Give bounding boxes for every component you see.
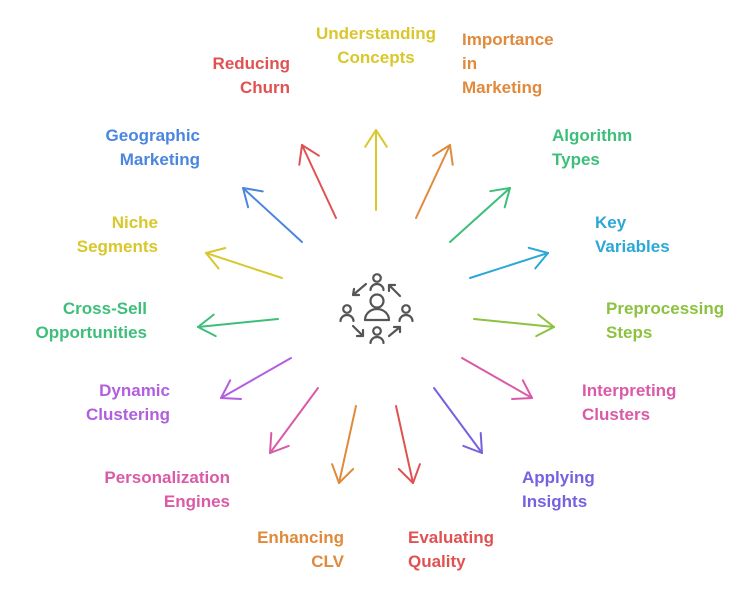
arrow-niche-segments [205,247,283,279]
arrow-geographic-marketing [242,187,303,243]
arrow-preprocessing-steps [473,313,555,338]
arrow-personalization-engines [269,387,319,454]
arrow-enhancing-clv [331,405,357,484]
arrow-key-variables [469,246,549,279]
arrow-cross-sell-opportunities [197,313,279,338]
arrow-dynamic-clustering [220,357,292,400]
arrow-interpreting-clusters [461,357,533,400]
arrow-understanding-concepts [364,129,388,211]
arrow-evaluating-quality [395,405,421,484]
arrow-algorithm-types [449,187,511,243]
arrow-importance-in-marketing [415,144,454,219]
people-cycle-icon [339,273,414,345]
arrow-applying-insights [433,387,483,454]
arrow-reducing-churn [298,144,337,219]
